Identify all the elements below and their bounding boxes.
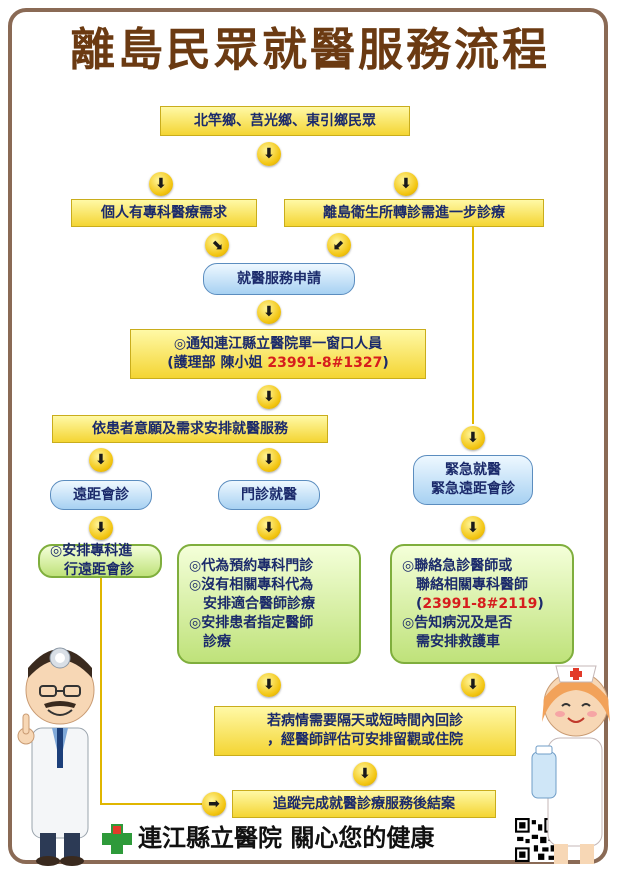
step-emergency: 緊急就醫 緊急遠距會診 [413,455,533,505]
step-emergency-detail: ◎聯絡急診醫師或 聯絡相關專科醫師 (23991-8#2119) ◎告知病況及是… [390,544,574,664]
step-arrange: 依患者意願及需求安排就醫服務 [52,415,328,443]
arrow-down-icon: ⬇ [89,516,113,540]
arrow-down-icon: ⬇ [461,516,485,540]
arrow-down-icon: ⬇ [353,762,377,786]
arrow-down-icon: ⬇ [89,448,113,472]
connector-line [100,578,102,804]
arrow-down-icon: ⬇ [149,172,173,196]
arrow-down-icon: ⬇ [257,385,281,409]
arrow-down-icon: ⬇ [257,673,281,697]
phone-number: 23991-8#2119 [422,595,538,612]
arrow-down-icon: ⬇ [461,426,485,450]
arrow-down-icon: ⬇ [257,448,281,472]
step-clinic-detail: ◎代為預約專科門診 ◎沒有相關專科代為 安排適合醫師診療 ◎安排患者指定醫師 診… [177,544,361,664]
connector-line [472,226,474,424]
step-tele-detail: ◎安排專科進 行遠距會診 [38,543,162,578]
step-clinic: 門診就醫 [218,480,320,510]
connector-line [100,803,202,805]
arrow-right-icon: ➡ [202,792,226,816]
doctor-illustration [17,647,95,866]
nurse-illustration [531,665,610,864]
arrow-down-icon: ⬇ [394,172,418,196]
step-tele: 遠距會診 [50,480,152,510]
arrow-down-left-icon: ⬋ [327,233,351,257]
phone-number: 23991-8#1327 [267,355,383,371]
arrow-down-icon: ⬇ [257,142,281,166]
step-followup: 若病情需要隔天或短時間內回診 ，經醫師評估可安排留觀或住院 [214,706,516,756]
page-title: 離島民眾就醫服務流程 [69,23,550,76]
step-end: 追蹤完成就醫診療服務後結案 [232,790,496,818]
step-residents: 北竿鄉、莒光鄉、東引鄉民眾 [160,106,410,136]
arrow-down-icon: ⬇ [257,516,281,540]
hospital-logo-icon [102,824,132,854]
step-referral: 離島衛生所轉診需進一步診療 [284,199,544,227]
step-notify: ◎通知連江縣立醫院單一窗口人員 (護理部 陳小姐 23991-8#1327) [130,329,426,379]
arrow-down-icon: ⬇ [461,673,485,697]
footer-slogan: 連江縣立醫院 關心您的健康 [138,824,435,852]
arrow-down-right-icon: ⬊ [205,233,229,257]
step-apply: 就醫服務申請 [203,263,355,295]
arrow-down-icon: ⬇ [257,300,281,324]
step-specialist-need: 個人有專科醫療需求 [71,199,257,227]
